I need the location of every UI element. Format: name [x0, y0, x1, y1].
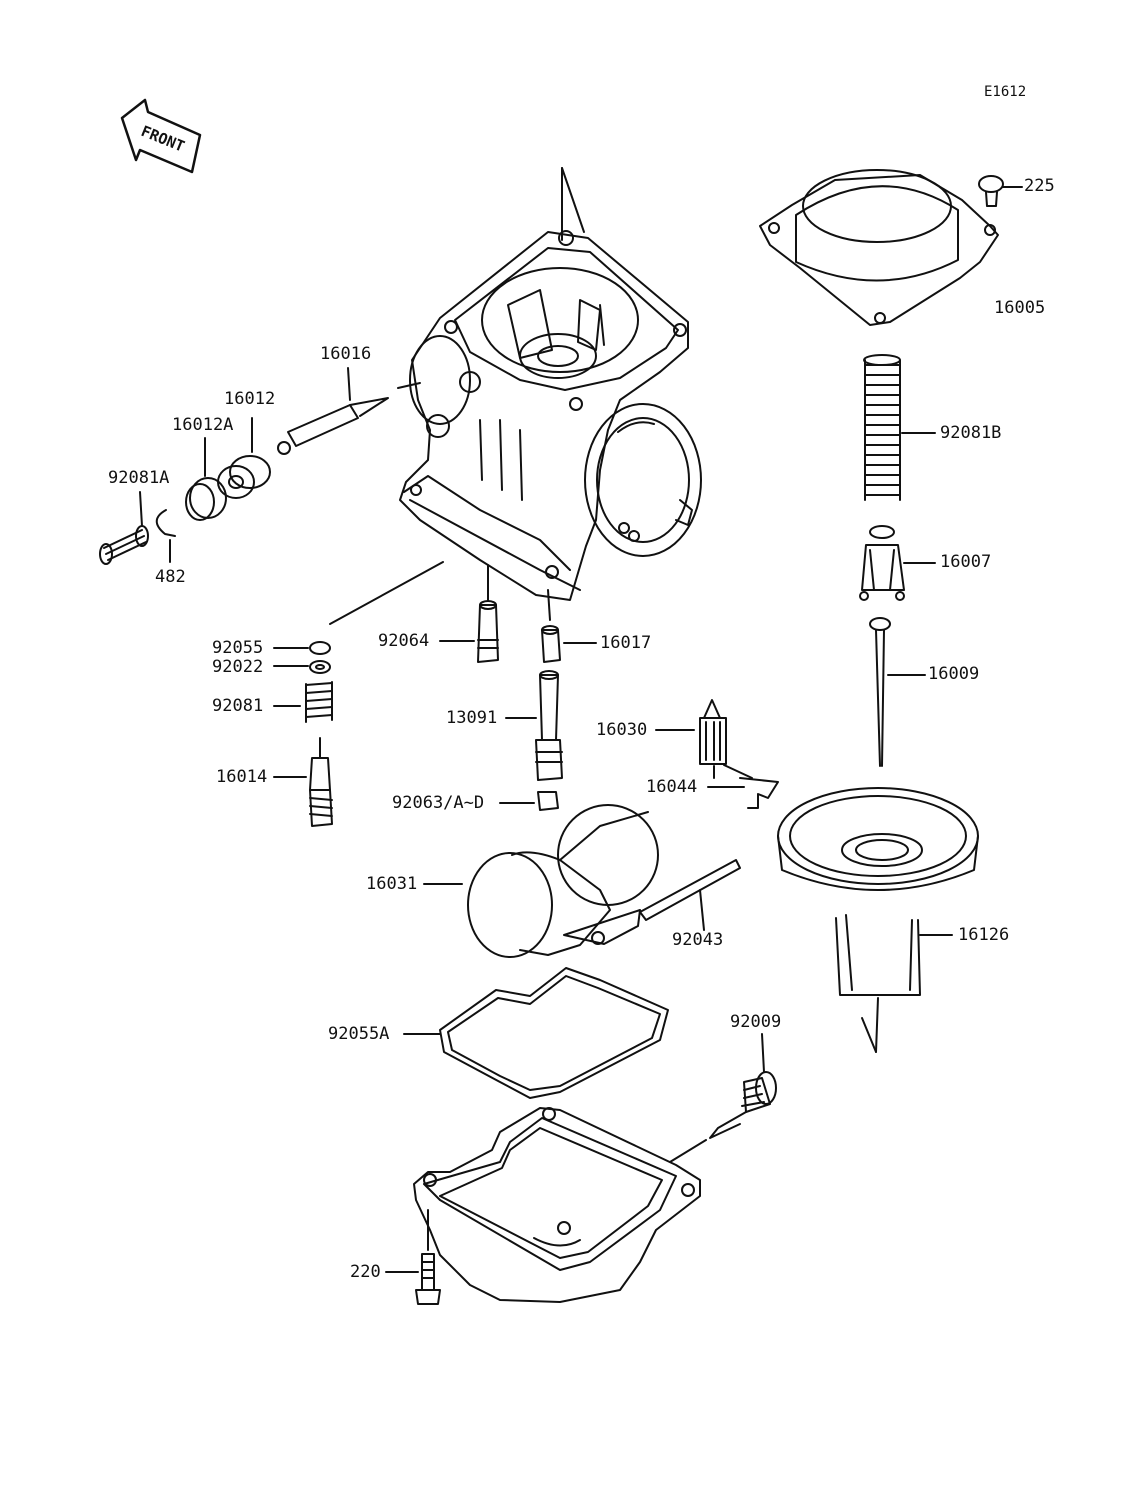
needle-holder-16007: [859, 525, 936, 601]
needle-jet-13091: [505, 670, 563, 781]
label-16030: 16030: [596, 720, 648, 740]
jet-needle-16009: [869, 617, 926, 767]
body-leader-92064: [487, 564, 551, 621]
clip-482: [155, 509, 176, 563]
mixture-screw-16014: [273, 737, 333, 827]
washer-92022: [273, 660, 331, 674]
front-arrow-icon: FRONT: [120, 98, 202, 174]
spring-92081A: [99, 491, 149, 565]
oring-92055: [273, 641, 331, 655]
label-16031: 16031: [366, 874, 418, 894]
label-92022: 92022: [212, 657, 264, 677]
figure-code: E1612: [984, 84, 1027, 100]
spring-92081B: [863, 354, 936, 501]
pilot-screw-16016: [277, 367, 421, 455]
pin-92043: [639, 859, 741, 931]
top-cover: [759, 169, 999, 326]
float-16031: [423, 804, 659, 958]
label-16017: 16017: [600, 633, 652, 653]
label-16012: 16012: [224, 389, 276, 409]
label-92043: 92043: [672, 930, 724, 950]
float-bowl-gasket-92055A: [403, 967, 669, 1099]
label-92081: 92081: [212, 696, 264, 716]
vacuum-piston-16126: [777, 787, 979, 1053]
jet-16017: [541, 625, 597, 663]
body-leader-line: [329, 561, 444, 625]
label-482: 482: [155, 567, 186, 587]
screw-225: [978, 175, 1023, 207]
label-16009: 16009: [928, 664, 980, 684]
drain-screw-92009: [669, 1033, 777, 1163]
label-92055A: 92055A: [328, 1024, 390, 1044]
label-92064: 92064: [378, 631, 430, 651]
label-16012A: 16012A: [172, 415, 234, 435]
main-jet-92063: [499, 791, 559, 811]
label-92063: 92063/A~D: [392, 793, 485, 813]
label-225: 225: [1024, 176, 1055, 196]
label-16007: 16007: [940, 552, 992, 572]
label-16044: 16044: [646, 777, 698, 797]
label-92081A: 92081A: [108, 468, 170, 488]
label-16016: 16016: [320, 344, 372, 364]
body-axis-line: [561, 167, 585, 241]
label-92081B: 92081B: [940, 423, 1002, 443]
carburetor-body: [399, 230, 702, 601]
float-valve-16030: [655, 699, 727, 779]
label-16014: 16014: [216, 767, 268, 787]
clip-16044: [707, 764, 779, 809]
washer-16012A: [185, 437, 227, 521]
label-92055: 92055: [212, 638, 264, 658]
label-16126: 16126: [958, 925, 1010, 945]
label-220: 220: [350, 1262, 381, 1282]
float-bowl: [413, 1107, 701, 1303]
spring-92081: [273, 681, 333, 723]
label-13091: 13091: [446, 708, 498, 728]
label-92009: 92009: [730, 1012, 782, 1032]
screw-220: [385, 1209, 441, 1305]
pilot-jet-92064: [439, 600, 499, 663]
label-16005: 16005: [994, 298, 1046, 318]
